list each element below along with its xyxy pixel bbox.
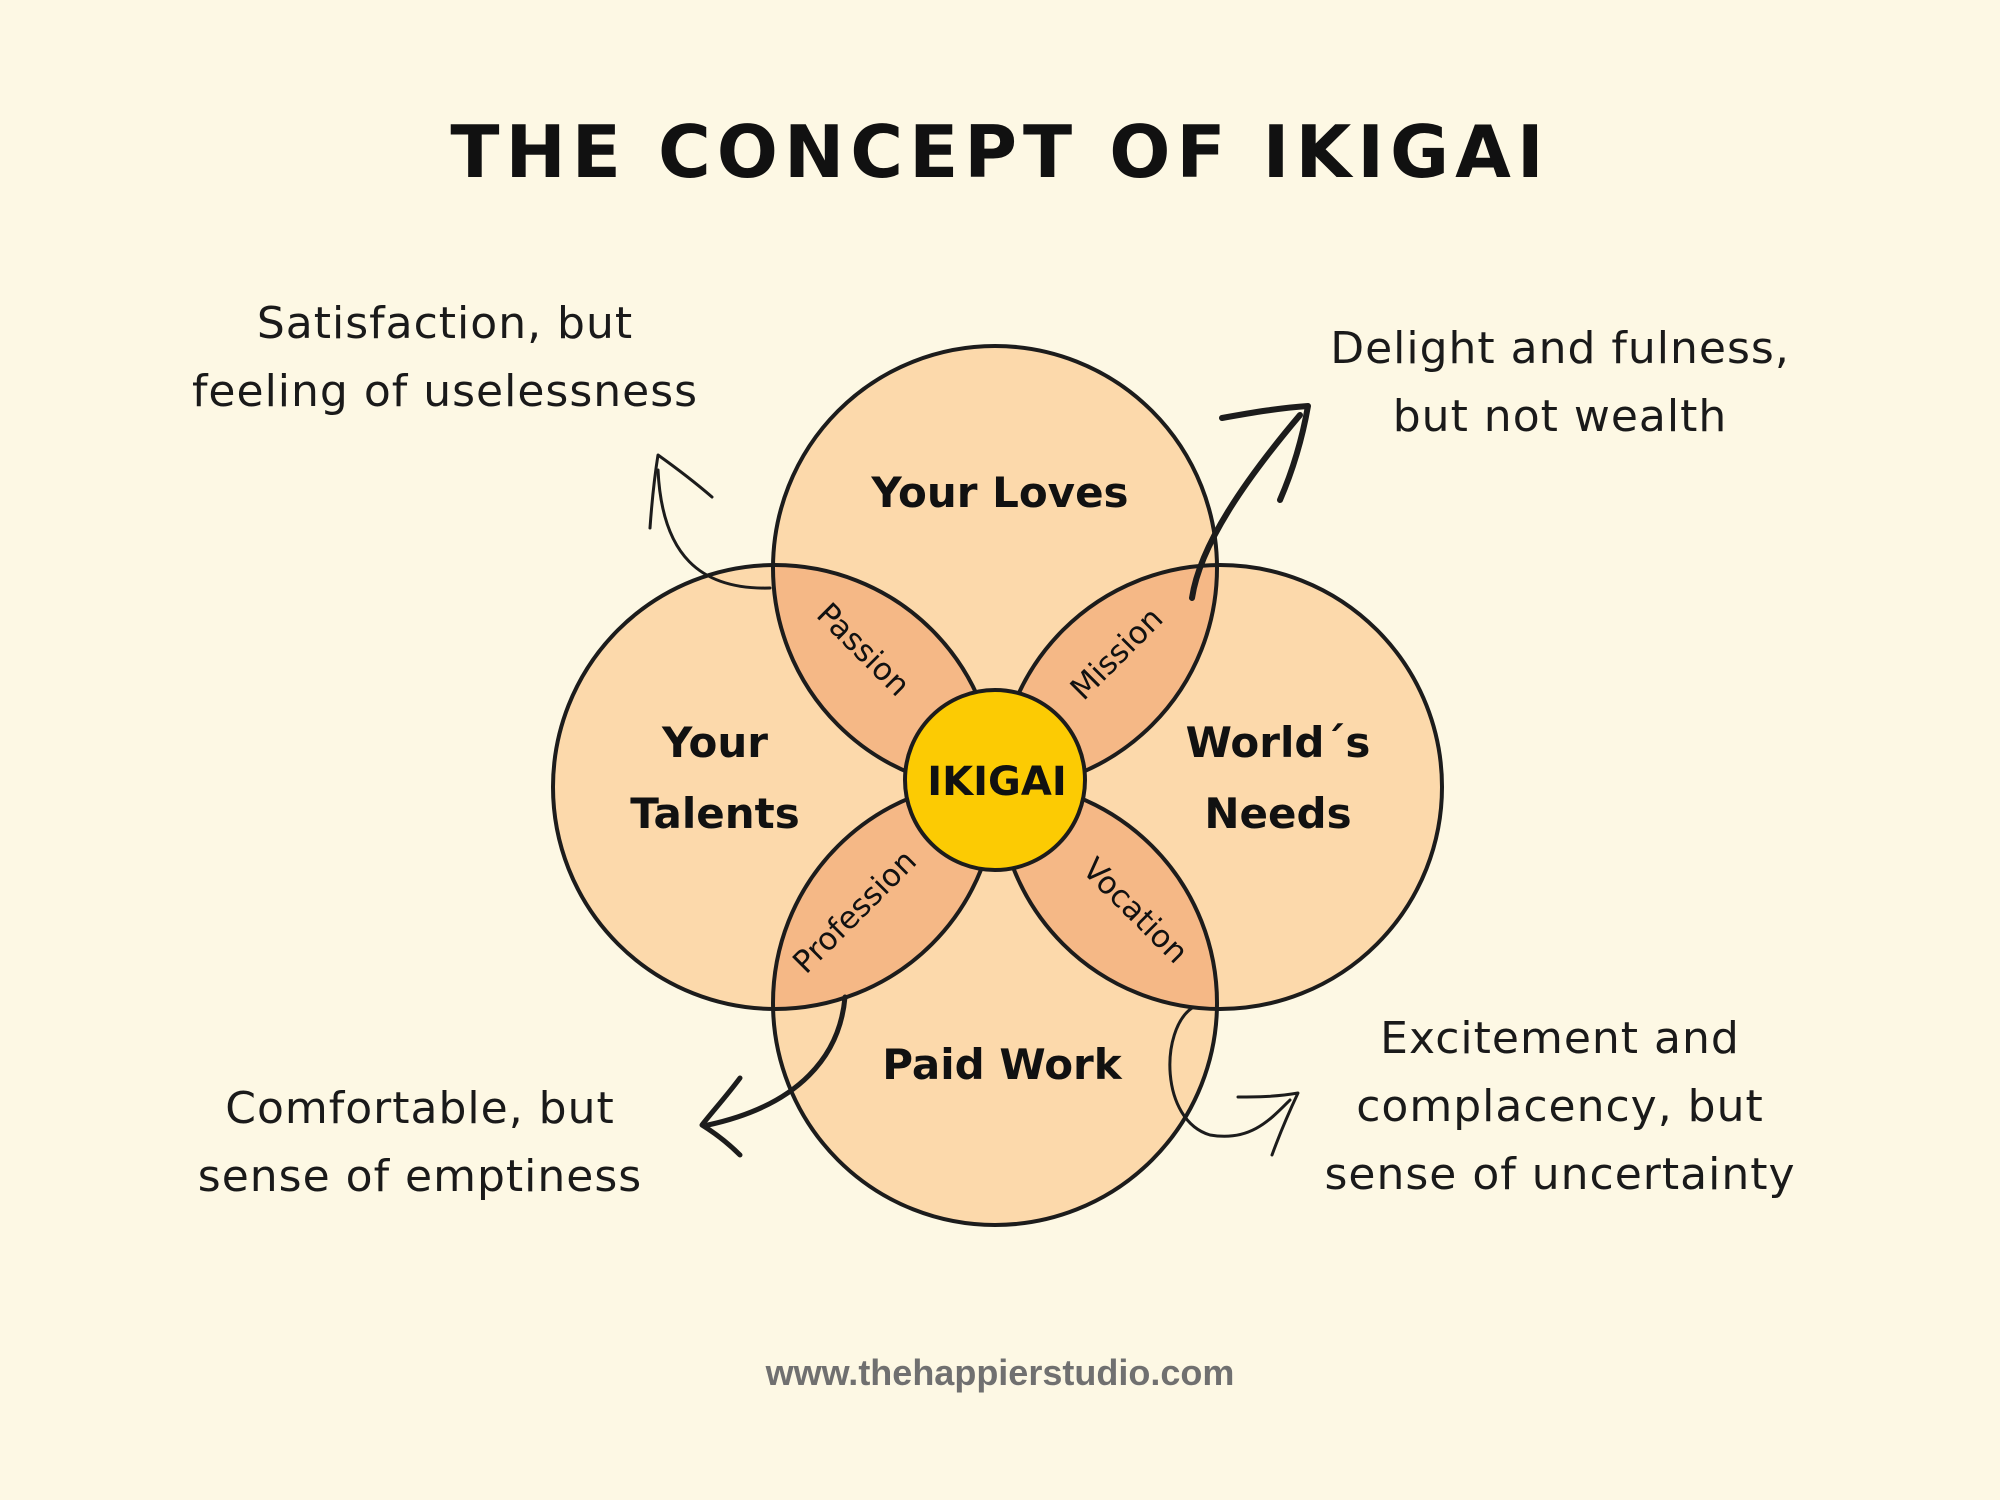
arrow-mission [1189, 412, 1303, 601]
note-passion-line1: Satisfaction, but [256, 298, 634, 349]
label-your-talents-line1: Your [661, 718, 768, 767]
footer-website: www.thehappierstudio.com [765, 1352, 1235, 1393]
label-your-loves: Your Loves [870, 468, 1128, 517]
arrow-profession [705, 994, 848, 1128]
label-ikigai: IKIGAI [927, 759, 1066, 805]
note-profession-line2: sense of emptiness [197, 1151, 643, 1202]
note-profession: Comfortable, but sense of emptiness [170, 1075, 670, 1211]
note-vocation-line2: complacency, but [1356, 1081, 1764, 1132]
label-paid-work: Paid Work [882, 1040, 1122, 1089]
label-worlds-needs-line1: World´s [1186, 718, 1371, 767]
note-vocation-line1: Excitement and [1380, 1013, 1740, 1064]
arrow-passion-head [648, 453, 714, 530]
note-passion: Satisfaction, but feeling of uselessness [160, 290, 730, 426]
arrow-passion [656, 468, 772, 590]
note-mission: Delight and fulness, but not wealth [1300, 315, 1820, 451]
note-mission-line2: but not wealth [1392, 391, 1728, 442]
arrow-profession-head [699, 1075, 743, 1158]
note-passion-line2: feeling of uselessness [191, 366, 699, 417]
page-title: THE CONCEPT OF IKIGAI [450, 110, 1550, 194]
ikigai-center [903, 688, 1087, 872]
overlap-mission [998, 565, 1217, 790]
label-your-talents-line2: Talents [630, 789, 799, 838]
note-mission-line1: Delight and fulness, [1330, 323, 1790, 374]
note-vocation-line3: sense of uncertainty [1324, 1149, 1796, 1200]
arrow-vocation [1168, 1006, 1292, 1138]
note-profession-line1: Comfortable, but [225, 1083, 615, 1134]
arrow-vocation-head [1236, 1091, 1300, 1157]
arrow-mission-head [1219, 403, 1311, 503]
overlap-vocation [998, 781, 1217, 1009]
note-vocation: Excitement and complacency, but sense of… [1280, 1005, 1840, 1209]
label-worlds-needs-line2: Needs [1204, 789, 1351, 838]
